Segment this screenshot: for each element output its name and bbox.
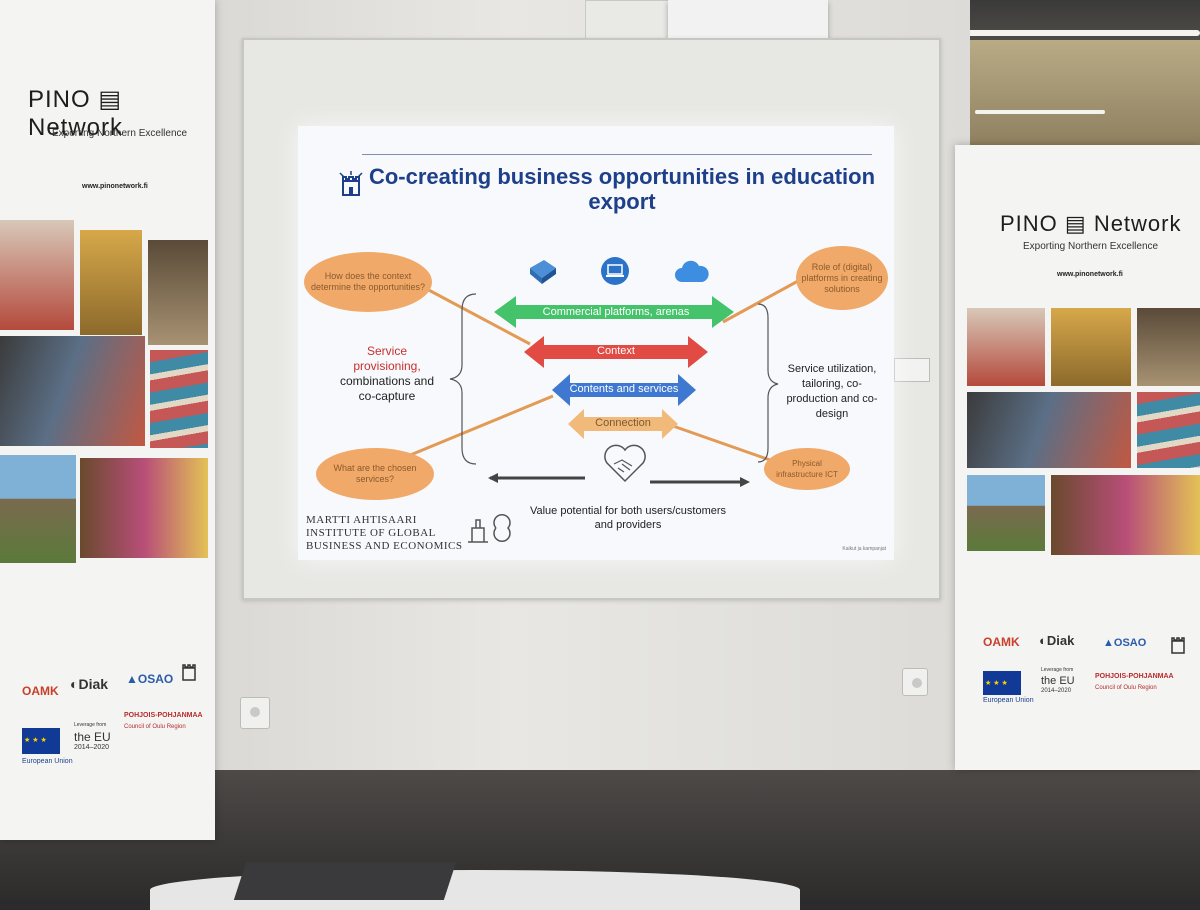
eu-years: 2014–2020 (74, 744, 110, 751)
arrow-label-contents: Contents and services (569, 383, 679, 395)
photo-playground (1051, 475, 1200, 555)
banner-tagline: Exporting Northern Excellence (1023, 241, 1159, 252)
cloud-icon (675, 260, 709, 282)
photo-colored-pencils (1137, 392, 1200, 468)
photo-climbing-wall (1051, 308, 1131, 386)
eu-leverage: Leverage from (1041, 667, 1074, 673)
osao-logo: ▲OSAO (1103, 637, 1147, 649)
university-oulu-logo-icon (1171, 637, 1185, 654)
photo-vr-child (0, 220, 74, 330)
service-provisioning-text: Service provisioning, combinations and c… (339, 344, 435, 403)
photo-tools (1137, 308, 1200, 386)
osao-logo: ▲OSAO (126, 672, 174, 686)
slide-title: Co-creating business opportunities in ed… (368, 164, 876, 214)
castle-icon (339, 171, 363, 196)
eu-name: European Union (983, 697, 1034, 704)
arrow-connection (568, 409, 678, 439)
eu-flag-icon (22, 728, 60, 754)
ceiling-light (810, 30, 1200, 36)
eu-flag-icon (983, 671, 1021, 695)
region-name: POHJOIS-POHJANMAA (124, 712, 203, 719)
arrow-commercial-platforms (494, 296, 734, 328)
arrow-contents-services (552, 374, 696, 406)
region-council: Council of Oulu Region (1095, 685, 1157, 691)
eu-the-eu: the EU (74, 730, 111, 744)
institute-name: MARTTI AHTISAARI INSTITUTE OF GLOBAL BUS… (306, 514, 463, 552)
wall-outlet (240, 697, 270, 729)
arrow-label-connection: Connection (595, 417, 651, 429)
title-line (362, 154, 872, 155)
institute-emblem-icon (468, 513, 511, 543)
photo-vr-child (967, 308, 1045, 386)
photo-colored-pencils (150, 350, 208, 448)
service-utilization-text: Service utilization, tailoring, co-produ… (786, 363, 878, 420)
diak-logo: ◐Diak (1039, 633, 1075, 648)
left-roll-up-banner: PINO ▤ Network Exporting Northern Excell… (0, 0, 215, 840)
screen-clip (894, 358, 930, 382)
diak-logo: ◐Diak (70, 676, 109, 692)
banner-brand: PINO ▤ Network (1000, 211, 1182, 236)
eu-the-eu: the EU (1041, 675, 1075, 687)
banner-brand: PINO ▤ Network (28, 86, 124, 141)
banner-tagline: Exporting Northern Excellence (52, 128, 188, 139)
laptop-icon (601, 257, 629, 285)
oamk-logo: OAMK (22, 684, 59, 698)
ceiling-far (960, 40, 1200, 150)
cube-icon (530, 260, 556, 284)
photo-robotics (0, 336, 145, 446)
photo-school-building (967, 475, 1045, 551)
bubble-services-question: What are the chosen services? (316, 448, 434, 500)
slide-footnote: Kaikut ja kampanjat (842, 546, 886, 552)
slide: Co-creating business opportunities in ed… (298, 126, 894, 560)
arrow-label-commercial: Commercial platforms, arenas (542, 306, 690, 318)
region-council: Council of Oulu Region (124, 724, 186, 730)
ceiling-light (975, 110, 1105, 114)
photo-playground (80, 458, 208, 558)
photo-climbing-wall (80, 230, 142, 335)
banner-url: www.pinonetwork.fi (1057, 271, 1123, 278)
banner-url: www.pinonetwork.fi (82, 183, 148, 190)
photo-school-building (0, 455, 76, 563)
eu-leverage: Leverage from (74, 722, 107, 728)
university-oulu-logo-icon (182, 664, 196, 681)
photo-tools (148, 240, 208, 345)
bubble-digital-platforms: Role of (digital) platforms in creating … (796, 246, 888, 310)
notebook (233, 862, 457, 900)
region-name: POHJOIS-POHJANMAA (1095, 673, 1174, 680)
arrow-label-context: Context (597, 345, 635, 357)
photo-robotics (967, 392, 1131, 468)
bubble-context-question: How does the context determine the oppor… (304, 252, 432, 312)
eu-years: 2014–2020 (1041, 688, 1072, 694)
arrow-context (524, 336, 708, 368)
right-roll-up-banner: PINO ▤ Network Exporting Northern Excell… (955, 145, 1200, 770)
wall-outlet (902, 668, 928, 696)
value-potential-text: Value potential for both users/customers… (529, 505, 727, 531)
oamk-logo: OAMK (983, 635, 1020, 649)
bubble-physical-infrastructure: Physical infrastructure ICT (764, 448, 850, 490)
eu-name: European Union (22, 758, 73, 765)
handshake-heart-icon (604, 444, 646, 483)
